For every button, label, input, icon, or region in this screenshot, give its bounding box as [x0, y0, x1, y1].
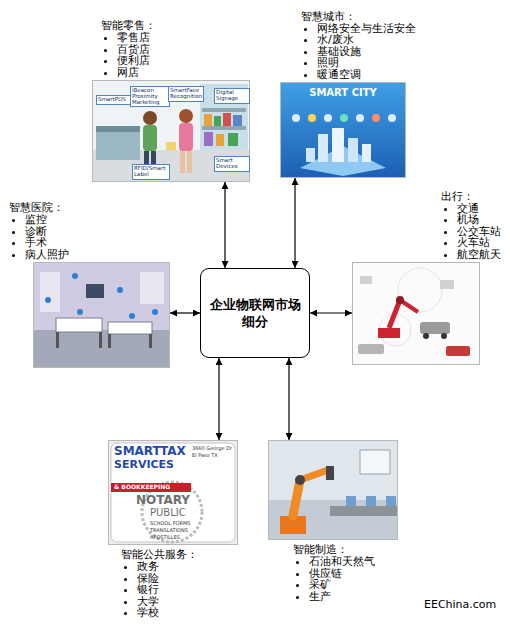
- segment-text: 智能零售：零售店百货店便利店网店: [101, 20, 156, 78]
- segment-heading: 出行：: [441, 191, 501, 203]
- retail-illustration: [92, 80, 250, 182]
- bullet-item: 照明: [317, 57, 416, 69]
- bullet-item: 诊断: [25, 226, 69, 238]
- address-line: El Paso TX: [192, 453, 218, 458]
- device-tag: RFID/Smart Label: [132, 164, 170, 180]
- bullet-item: 航空航天: [457, 249, 501, 261]
- bullet-item: 学校: [137, 607, 198, 619]
- double-arrow: [294, 178, 295, 268]
- bullet-list: 网络安全与生活安全水/废水基础设施照明暖通空调: [301, 23, 416, 81]
- bullet-item: 手术: [25, 237, 69, 249]
- bullet-item: 火车站: [457, 237, 501, 249]
- segment-panel: 智慧医院：监控诊断手术病人照护: [33, 262, 170, 368]
- device-tag: Digital Signage: [214, 88, 250, 104]
- segment-heading: 智慧城市：: [301, 11, 416, 23]
- service-item: APOSTILLES: [150, 535, 180, 540]
- double-arrow: [288, 358, 289, 440]
- double-arrow: [218, 358, 219, 440]
- bullet-item: 机场: [457, 214, 501, 226]
- bullet-list: 石油和天然气供应链采矿生产: [293, 556, 375, 602]
- bullet-item: 网络安全与生活安全: [317, 23, 416, 35]
- double-arrow: [224, 182, 225, 268]
- service-item: TRANSLATIONS: [150, 528, 188, 533]
- segment-text: 出行：交通机场公交车站火车站航空航天: [441, 191, 501, 261]
- bullet-item: 百货店: [117, 44, 156, 56]
- bullet-item: 交通: [457, 203, 501, 215]
- stamp-word: NOTARY: [136, 494, 190, 507]
- logo-banner: & BOOKKEEPING: [114, 484, 170, 490]
- bullet-item: 供应链: [309, 568, 375, 580]
- bullet-list: 交通机场公交车站火车站航空航天: [441, 203, 501, 261]
- segment-panel: 出行：交通机场公交车站火车站航空航天: [352, 262, 480, 365]
- bullet-list: 监控诊断手术病人照护: [9, 214, 69, 260]
- device-tag: Smart Devices: [214, 156, 250, 172]
- bullet-item: 生产: [309, 591, 375, 603]
- manufacturing-illustration: [268, 440, 398, 540]
- bullet-item: 政务: [137, 561, 198, 573]
- device-tag: iBeacon Proximity Marketing: [130, 86, 170, 107]
- segment-text: 智能公共服务：政务保险银行大学学校: [121, 549, 198, 619]
- segment-text: 智慧医院：监控诊断手术病人照护: [9, 202, 69, 260]
- bullet-item: 银行: [137, 584, 198, 596]
- segment-text: 智慧城市：网络安全与生活安全水/废水基础设施照明暖通空调: [301, 11, 416, 81]
- device-tag: SmartFace Recognition: [168, 86, 204, 102]
- bullet-item: 病人照护: [25, 249, 69, 261]
- bullet-item: 零售店: [117, 32, 156, 44]
- city-illustration: [280, 82, 406, 178]
- bullet-list: 零售店百货店便利店网店: [101, 32, 156, 78]
- city-banner: SMART CITY: [284, 88, 402, 99]
- logo-word: TAX: [160, 445, 186, 458]
- hospital-illustration: [33, 262, 170, 368]
- address-line: 3660 George Dr: [192, 446, 232, 451]
- bullet-list: 政务保险银行大学学校: [121, 561, 198, 619]
- watermark: EEChina.com: [424, 599, 496, 611]
- logo-word: SMART: [114, 445, 161, 458]
- transport-illustration: [352, 262, 480, 365]
- hub-title: 企业物联网市场细分: [207, 296, 303, 330]
- bullet-item: 水/废水: [317, 34, 416, 46]
- bullet-item: 大学: [137, 596, 198, 608]
- segment-heading: 智能零售：: [101, 20, 156, 32]
- segment-text: 智能制造：石油和天然气供应链采矿生产: [293, 544, 375, 602]
- double-arrow: [310, 312, 352, 313]
- segment-heading: 智能制造：: [293, 544, 375, 556]
- segment-panel: 智能制造：石油和天然气供应链采矿生产: [268, 440, 398, 540]
- bullet-item: 监控: [25, 214, 69, 226]
- bullet-item: 基础设施: [317, 46, 416, 58]
- logo-word: SERVICES: [114, 459, 174, 471]
- segment-heading: 智能公共服务：: [121, 549, 198, 561]
- services-illustration: [108, 440, 238, 545]
- device-tag: SmartPOS: [96, 95, 132, 105]
- bullet-item: 采矿: [309, 579, 375, 591]
- segment-heading: 智慧医院：: [9, 202, 69, 214]
- hub-box: 企业物联网市场细分: [200, 268, 310, 358]
- double-arrow: [170, 312, 200, 313]
- bullet-item: 石油和天然气: [309, 556, 375, 568]
- service-item: SCHOOL FORMS: [150, 521, 190, 526]
- bullet-item: 暖通空调: [317, 69, 416, 81]
- bullet-item: 网店: [117, 67, 156, 79]
- bullet-item: 公交车站: [457, 226, 501, 238]
- bullet-item: 保险: [137, 573, 198, 585]
- bullet-item: 便利店: [117, 55, 156, 67]
- stamp-word: PUBLIC: [150, 508, 186, 519]
